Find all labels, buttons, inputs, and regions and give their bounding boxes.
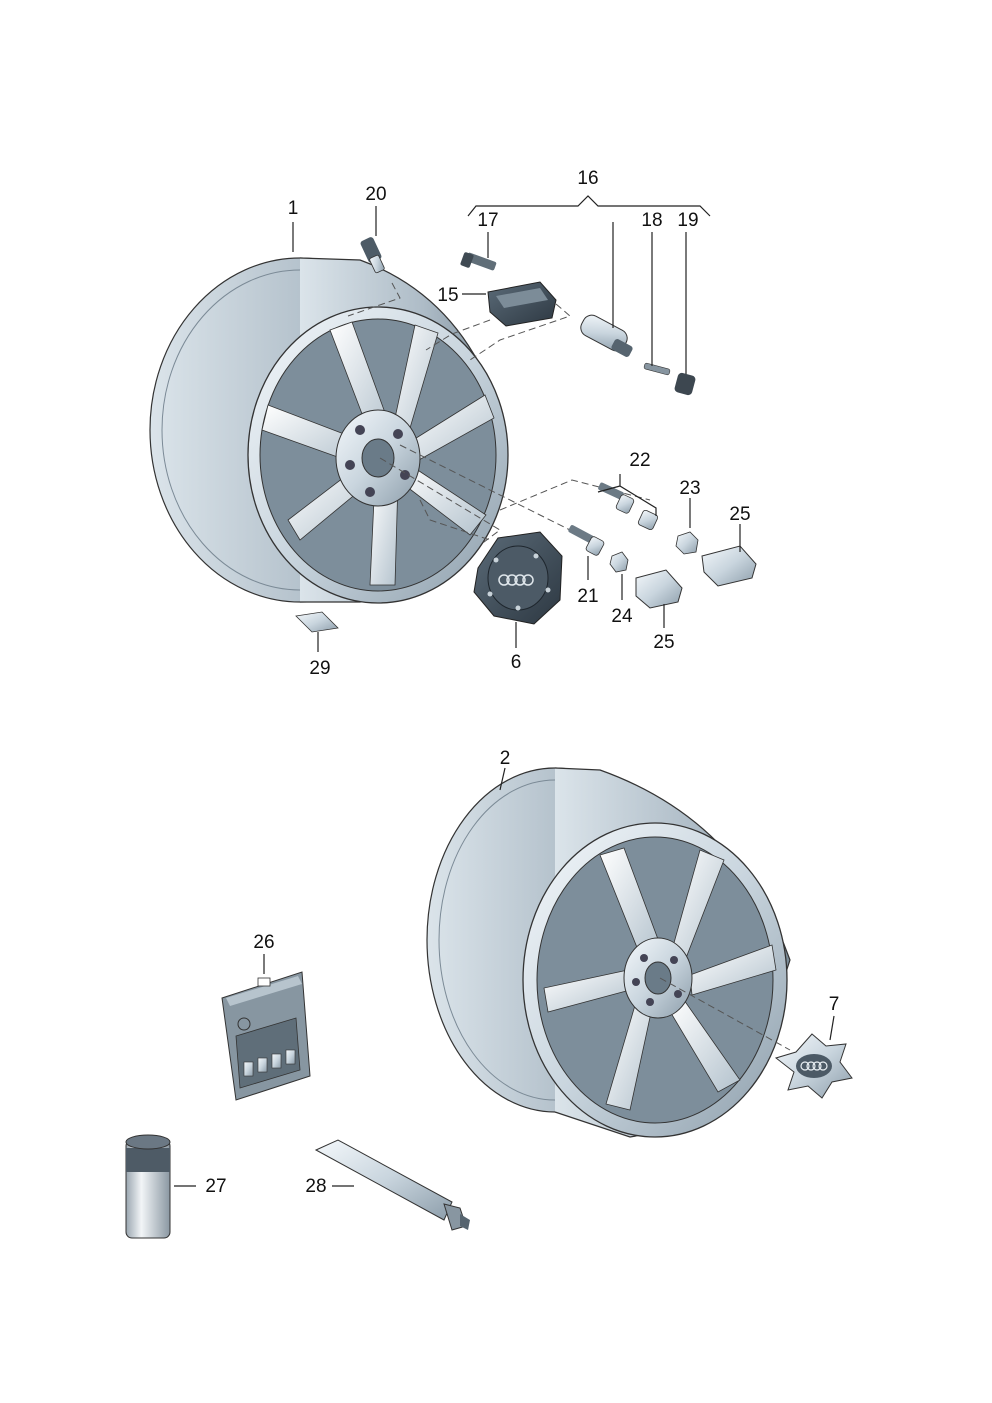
leader-lines bbox=[174, 195, 835, 1187]
centre-cap-7 bbox=[774, 1033, 853, 1099]
callout-22: 22 bbox=[629, 450, 650, 471]
callout-23: 23 bbox=[679, 478, 700, 499]
callout-29: 29 bbox=[309, 658, 330, 679]
callout-2: 2 bbox=[500, 748, 511, 769]
callout-28: 28 bbox=[305, 1176, 326, 1197]
callout-17: 17 bbox=[477, 210, 498, 231]
callout-16: 16 bbox=[577, 168, 598, 189]
callout-6: 6 bbox=[511, 652, 522, 673]
grease-tube-28 bbox=[314, 1139, 470, 1231]
wheel-2 bbox=[426, 767, 791, 1138]
callout-26: 26 bbox=[253, 932, 274, 953]
centre-cap-6 bbox=[473, 531, 563, 625]
wheel-bolt-21 bbox=[568, 525, 605, 556]
callout-27: 27 bbox=[205, 1176, 226, 1197]
assembly-lines-2 bbox=[659, 977, 791, 1051]
callout-18: 18 bbox=[641, 210, 662, 231]
valve-cap-19 bbox=[674, 372, 696, 396]
callout-15: 15 bbox=[437, 285, 458, 306]
callout-7: 7 bbox=[829, 994, 840, 1015]
pressure-sensor-15 bbox=[487, 281, 557, 327]
assembly-lines-1 bbox=[347, 282, 651, 546]
valve-core-18 bbox=[643, 362, 671, 376]
anti-theft-bolt-22 bbox=[598, 482, 659, 531]
callout-25-lower: 25 bbox=[653, 632, 674, 653]
screw-17 bbox=[460, 252, 497, 271]
callout-21: 21 bbox=[577, 586, 598, 607]
puller-25-upper bbox=[701, 545, 757, 587]
cap-23 bbox=[675, 531, 699, 555]
puller-25-lower bbox=[635, 569, 683, 609]
callout-24: 24 bbox=[611, 606, 633, 627]
anti-theft-bolt-set-26 bbox=[221, 971, 311, 1101]
callout-labels: 1 2 6 7 15 16 17 18 19 20 21 22 23 24 25… bbox=[205, 168, 839, 1197]
callout-1: 1 bbox=[288, 198, 299, 219]
cap-24 bbox=[609, 551, 629, 573]
valve-stem-16 bbox=[580, 314, 633, 357]
callout-25-upper: 25 bbox=[729, 504, 750, 525]
callout-20: 20 bbox=[365, 184, 386, 205]
wheel-1 bbox=[149, 257, 509, 604]
callout-19: 19 bbox=[677, 210, 698, 231]
balance-weight-29 bbox=[295, 611, 339, 633]
tire-valve-20 bbox=[360, 237, 385, 274]
spray-can-27 bbox=[125, 1134, 171, 1239]
